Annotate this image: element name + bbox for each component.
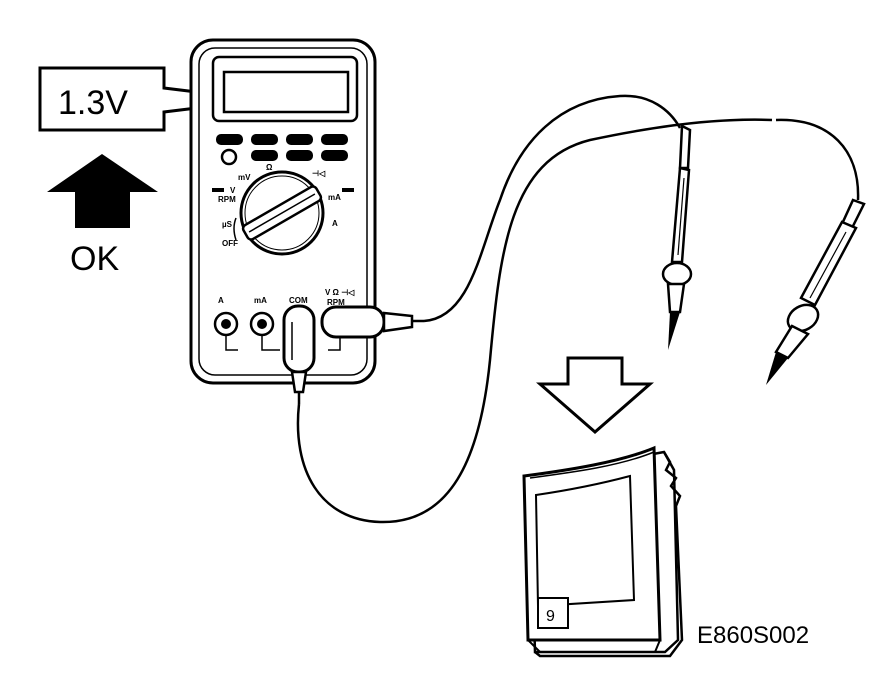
ok-indicator: OK [47,154,158,278]
dial-label-off: OFF [222,239,238,248]
dial-label-us: µS [222,220,233,229]
reading-callout: 1.3V [38,66,263,132]
jack-label-rpm: RPM [327,298,345,307]
jack-label-vohm: V Ω ⊣◁ [325,288,355,297]
meter-display [211,55,359,123]
probe-right [766,198,866,385]
meter-jacks [213,311,341,351]
dial-label-rpm: RPM [218,195,236,204]
jack-label-com: COM [289,296,308,305]
dial-label-v: V [230,186,236,195]
down-arrow-icon [536,356,654,434]
dial-label-mv: mV [238,173,251,182]
jack-label-a: A [218,296,224,305]
test-leads [282,94,860,524]
probe-left [661,124,693,350]
reading-value: 1.3V [58,84,128,122]
dial-label-ohm: Ω [266,163,273,172]
rotary-dial [239,170,325,256]
jack-label-ma: mA [254,296,267,305]
figure-code: E860S002 [697,622,809,649]
meter-buttons [216,134,348,166]
ok-label: OK [70,240,119,278]
service-manual: 9 [522,445,684,658]
dial-label-a: A [332,219,338,228]
multimeter: V RPM mV Ω ⊣◁ mA A µS OFF A mA COM V Ω ⊣… [189,38,377,385]
manual-page-number: 9 [546,608,555,625]
dial-label-diode: ⊣◁ [312,169,326,178]
dial-label-ma: mA [328,193,341,202]
up-arrow-icon [47,154,158,228]
